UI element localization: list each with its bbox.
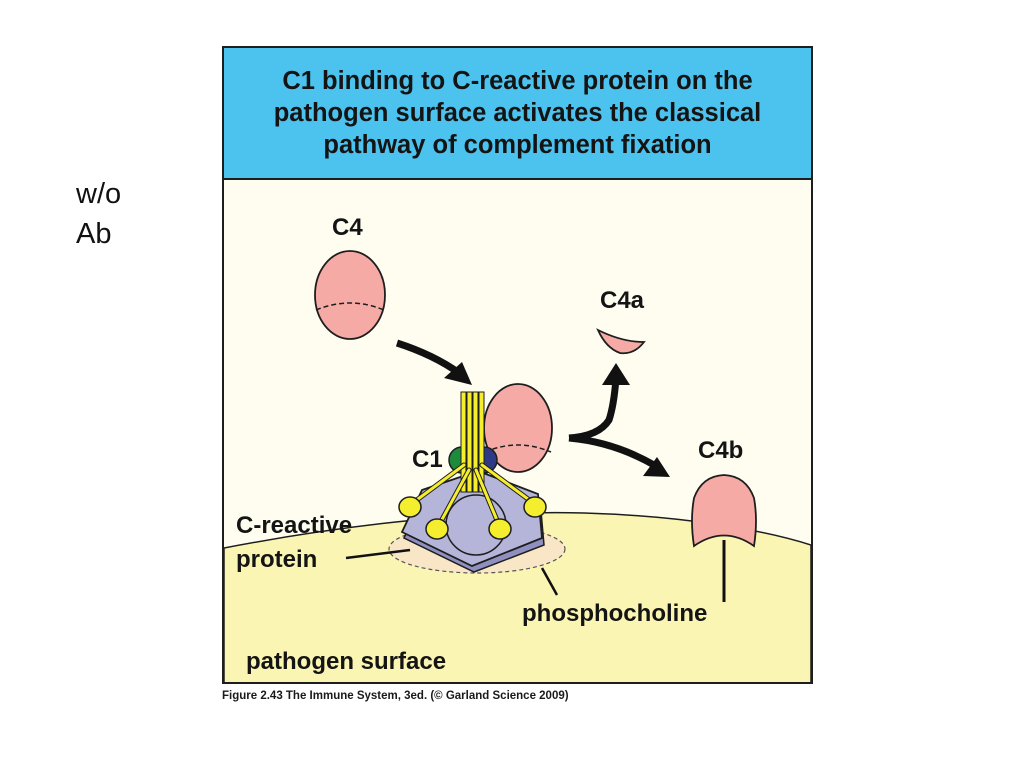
crp-label-line2: protein [236,546,317,573]
c4b-label: C4b [698,437,743,464]
crp-label-line1: C-reactive [236,512,352,539]
c4b-fragment [691,474,757,602]
side-note: w/o Ab [76,174,121,254]
pathogen-surface-label: pathogen surface [246,648,446,675]
side-note-line-2: Ab [76,218,112,250]
c4-molecule [314,250,386,340]
side-note-line-1: w/o [76,178,122,210]
cleavage-arrow [568,363,670,477]
phosphocholine-leader-line [540,567,559,596]
figure-title-band: C1 binding to C-reactive protein on the … [224,48,811,180]
crp-leader-line [345,548,411,560]
c4-label: C4 [332,214,363,241]
figure-panel: C1 binding to C-reactive protein on the … [222,46,813,684]
arrow-c4-to-c1 [395,339,472,385]
c1-complex [398,391,547,540]
c4a-label: C4a [600,287,645,314]
figure-title: C1 binding to C-reactive protein on the … [273,67,762,159]
figure-caption: Figure 2.43 The Immune System, 3ed. (© G… [222,690,569,702]
diagram-canvas: C4 C4a C4b C1 C-reactive protein phospho… [224,214,811,682]
phosphocholine-label: phosphocholine [522,600,707,627]
c1-label: C1 [412,446,443,473]
c4a-fragment [596,328,646,355]
